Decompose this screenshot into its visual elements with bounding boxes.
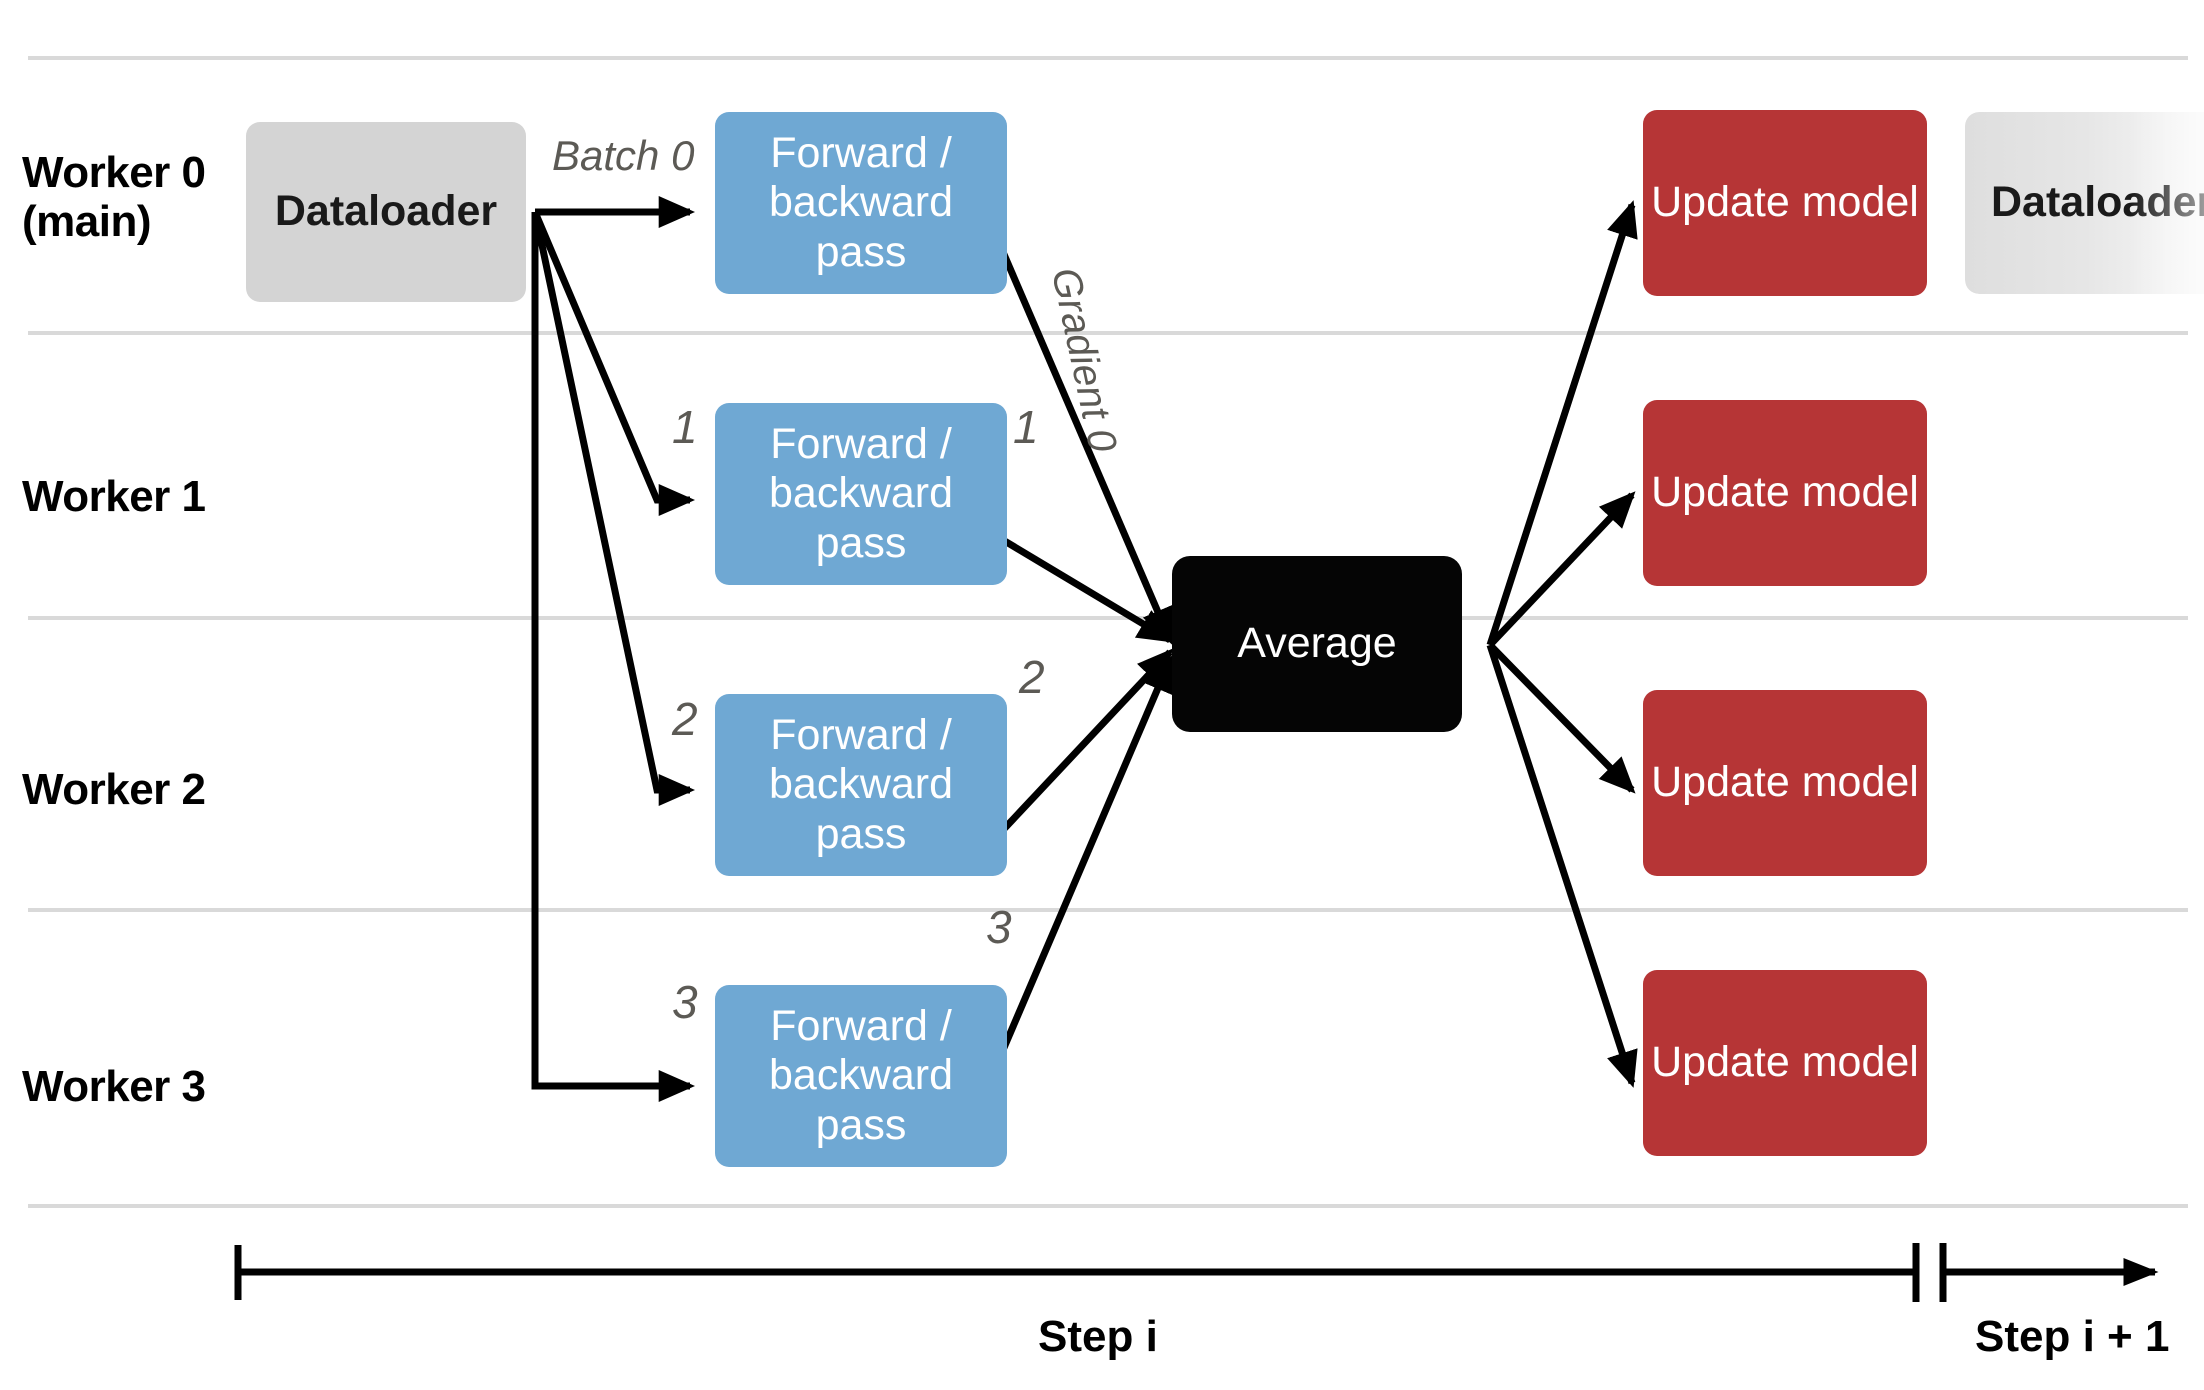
edge-update-0	[1486, 200, 1638, 647]
node-update-model-worker-3[interactable]: Update model	[1643, 970, 1927, 1156]
edge-label-batch-3: 3	[672, 976, 698, 1028]
gridline-row-0-1	[28, 331, 2188, 335]
gridline-row-2-3	[28, 908, 2188, 912]
edge-label-batch-1: 1	[672, 401, 698, 453]
row-label-worker-2: Worker 2	[22, 765, 206, 814]
edge-batch-2	[531, 211, 696, 807]
row-label-worker-3: Worker 3	[22, 1062, 206, 1111]
edge-update-1	[1487, 491, 1636, 648]
node-average[interactable]: Average	[1172, 556, 1462, 732]
edge-label-gradient-3: 3	[986, 901, 1012, 953]
edge-batch-3	[531, 212, 696, 1103]
node-forward-backward-worker-0[interactable]: Forward / backward pass	[715, 112, 1007, 294]
edge-gradient-1	[1001, 536, 1175, 644]
row-label-worker-0: Worker 0 (main)	[22, 148, 206, 247]
node-dataloader[interactable]: Dataloader	[246, 122, 526, 302]
node-update-model-worker-1[interactable]: Update model	[1643, 400, 1927, 586]
edge-gradient-3	[999, 655, 1174, 1052]
node-update-model-worker-0[interactable]: Update model	[1643, 110, 1927, 296]
edge-label-gradient-1: 1	[1013, 401, 1039, 453]
edge-update-2	[1487, 642, 1636, 794]
edge-label-gradient-0: Gradient 0	[1042, 264, 1125, 456]
node-forward-backward-worker-3[interactable]: Forward / backward pass	[715, 985, 1007, 1167]
edge-update-3	[1486, 643, 1638, 1088]
edge-batch-1	[531, 210, 696, 517]
edge-label-batch-2: 2	[672, 693, 698, 745]
gridline-bottom	[28, 1204, 2188, 1208]
node-update-model-worker-2[interactable]: Update model	[1643, 690, 1927, 876]
gridline-top	[28, 56, 2188, 60]
gridline-row-1-2	[28, 616, 2188, 620]
timeline-axis	[234, 1243, 2159, 1302]
edge-label-batch-0: Batch 0	[552, 132, 695, 179]
timeline-label-step-i: Step i	[1038, 1312, 1158, 1361]
node-forward-backward-worker-2[interactable]: Forward / backward pass	[715, 694, 1007, 876]
edge-label-gradient-2: 2	[1019, 651, 1045, 703]
node-forward-backward-worker-1[interactable]: Forward / backward pass	[715, 403, 1007, 585]
timeline-label-step-i-plus-1: Step i + 1	[1975, 1312, 2170, 1361]
row-label-worker-1: Worker 1	[22, 472, 206, 521]
node-dataloader-next-step[interactable]: Dataloader	[1965, 112, 2204, 294]
